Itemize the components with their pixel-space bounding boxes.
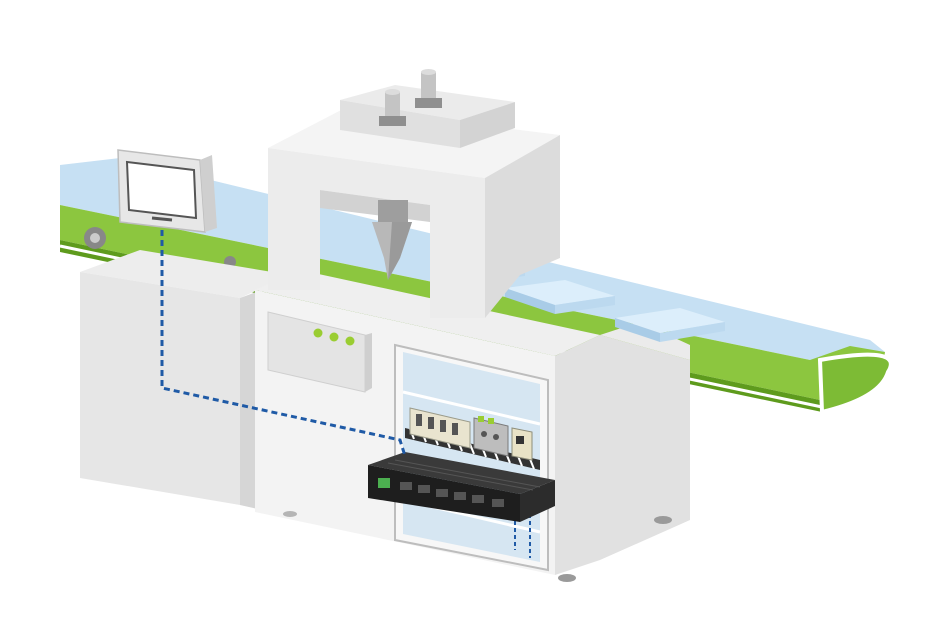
base-left-front [80,272,240,505]
din-rail [402,390,541,426]
controller-top [368,452,555,494]
port [472,495,484,503]
terminal-block-icon [511,427,533,461]
hmi-screen [125,160,198,220]
package-3 [615,308,725,342]
hmi-side [200,155,217,232]
status-led-2 [329,332,339,342]
gantry-front [268,148,485,318]
controller-side [520,480,555,522]
package-2 [505,280,615,314]
base-left-top [80,250,290,298]
belt-end-roll [817,352,893,415]
status-led-1 [313,328,323,338]
nozzle-icon [372,200,412,280]
port [436,489,448,497]
foot-icon [283,511,297,517]
cylinder-icon [415,69,442,108]
gantry-side [485,135,560,318]
gantry-frame [268,69,560,318]
port [418,485,430,493]
control-panel-shadow [365,333,372,392]
base-main-top [255,270,600,356]
power-led [378,478,390,488]
hmi-button [151,216,173,222]
touch-panel-icon [117,149,217,233]
foot-icon [558,574,576,582]
io-terminal-icon [473,416,509,457]
status-led-3 [345,336,355,346]
base-right-top [600,322,690,360]
base-main-side [555,335,690,575]
cylinder-icon [379,89,406,126]
industrial-controller-icon [368,452,555,522]
port [400,482,412,490]
plc-module-icon [409,407,471,449]
roller-icon [84,227,236,268]
foot-icon [654,516,672,524]
port [454,492,466,500]
gantry-plate-side [460,102,515,148]
port [492,499,504,507]
